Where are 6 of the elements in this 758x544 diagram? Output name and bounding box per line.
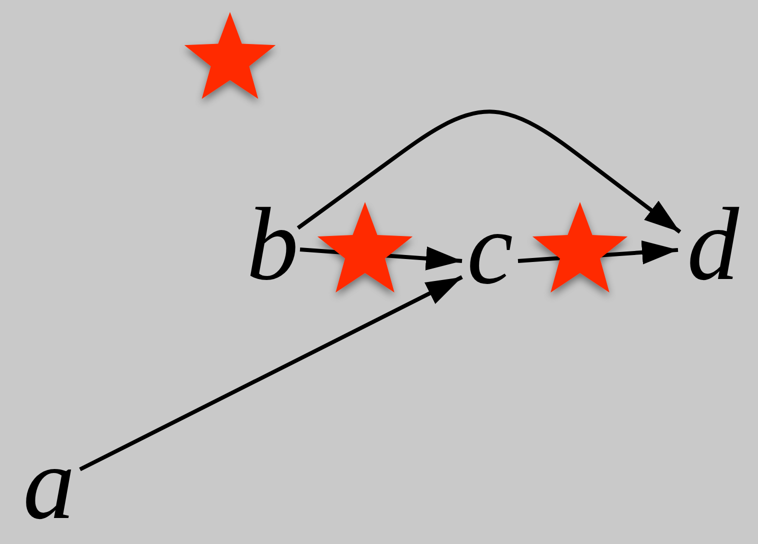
arrow (79, 275, 463, 472)
node-label: d (678, 200, 748, 295)
node-label: a (18, 445, 80, 525)
node-label: b (245, 200, 300, 295)
arrow (296, 110, 682, 234)
node-label: c (462, 232, 518, 294)
